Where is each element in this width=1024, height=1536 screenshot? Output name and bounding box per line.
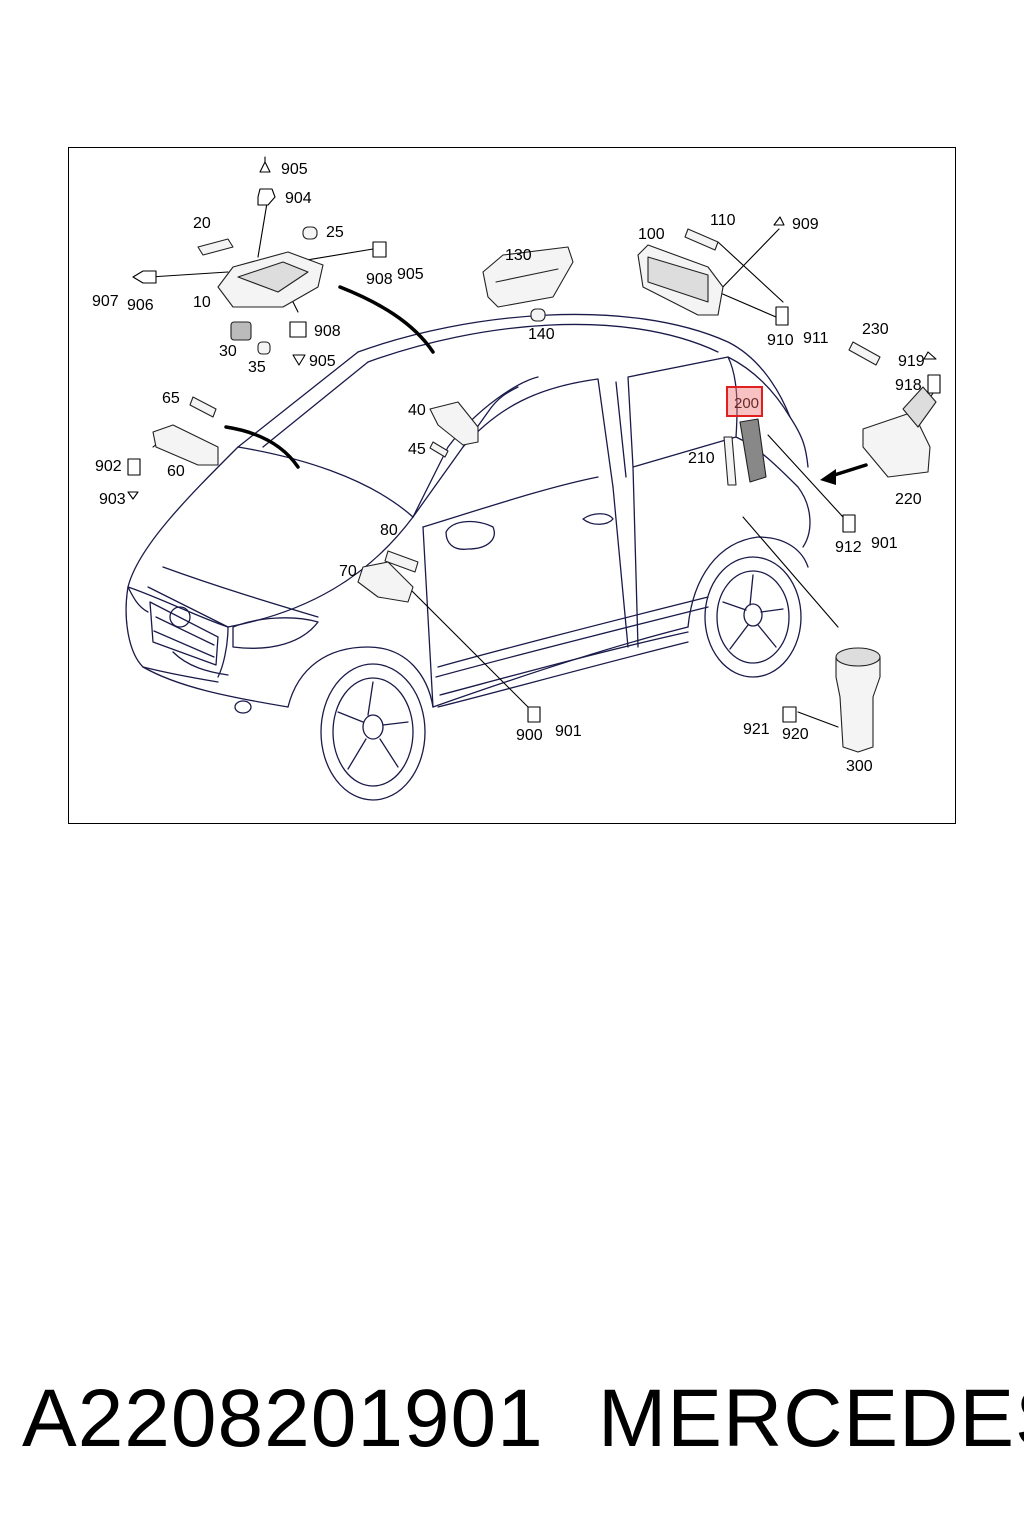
label-909: 909 (792, 216, 819, 233)
label-40: 40 (408, 402, 426, 419)
car-parts-diagram (125, 156, 941, 801)
part-number-text: A2208201901 (22, 1373, 544, 1464)
label-904: 904 (285, 190, 312, 207)
label-921: 921 (743, 721, 770, 738)
label-300: 300 (846, 758, 873, 775)
label-220: 220 (895, 491, 922, 508)
connector-icons (127, 156, 941, 723)
label-65: 65 (162, 390, 180, 407)
label-10: 10 (193, 294, 211, 311)
label-60: 60 (167, 463, 185, 480)
label-911: 911 (803, 330, 829, 347)
car-outline (125, 313, 811, 801)
label-110: 110 (710, 212, 736, 229)
label-903: 903 (99, 491, 126, 508)
label-918: 918 (895, 377, 922, 394)
label-906: 906 (127, 297, 154, 314)
label-45: 45 (408, 441, 426, 458)
label-80: 80 (380, 522, 398, 539)
label-912: 912 (835, 539, 862, 556)
label-900: 900 (516, 727, 543, 744)
label-919: 919 (898, 353, 925, 370)
label-210: 210 (688, 450, 715, 467)
label-901-bottom: 901 (555, 723, 582, 740)
label-901-right: 901 (871, 535, 898, 552)
label-130: 130 (505, 247, 532, 264)
label-200-highlighted: 200 (734, 395, 760, 412)
label-70: 70 (339, 563, 357, 580)
leader-lines (149, 196, 939, 728)
label-920: 920 (782, 726, 809, 743)
label-35: 35 (248, 359, 266, 376)
label-20: 20 (193, 215, 211, 232)
label-902: 902 (95, 458, 122, 475)
label-230: 230 (862, 321, 889, 338)
label-140: 140 (528, 326, 555, 343)
label-30: 30 (219, 343, 237, 360)
label-907: 907 (92, 293, 119, 310)
highlighted-part-200-box[interactable] (726, 386, 763, 417)
parts (152, 226, 937, 753)
brand-text: MERCEDES (598, 1373, 1024, 1464)
label-908-bottom: 908 (314, 323, 341, 340)
label-908-right: 908 (366, 271, 393, 288)
label-100: 100 (638, 226, 665, 243)
label-910: 910 (767, 332, 794, 349)
label-25: 25 (326, 224, 344, 241)
label-905-bottom: 905 (309, 353, 336, 370)
label-905-top: 905 (281, 161, 308, 178)
arrows (224, 285, 868, 485)
label-905-right: 905 (397, 266, 424, 283)
